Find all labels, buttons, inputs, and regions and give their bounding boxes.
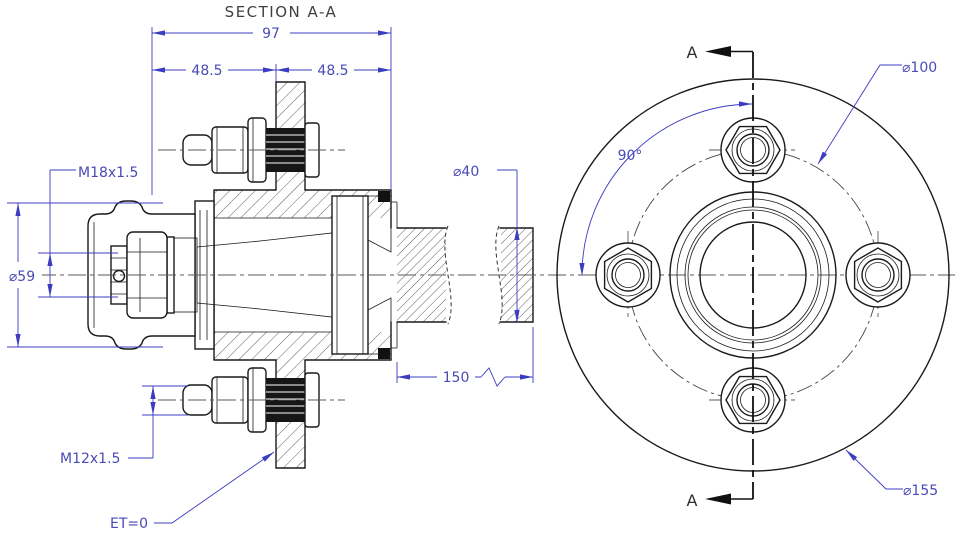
dim-stud-angle: 90° (618, 148, 643, 164)
stud-nut-left (595, 242, 661, 308)
label-wheel-offset: ET=0 (110, 516, 148, 532)
stud-nut-right (845, 242, 911, 308)
dim-bolt-circle: ⌀100 (902, 60, 937, 76)
label-stud-thread: M12x1.5 (60, 451, 120, 467)
cut-label-bottom: A (687, 491, 698, 510)
cotter-pin-hole (112, 269, 126, 283)
dim-text-mask (2, 266, 42, 286)
dim-cap-diameter: ⌀59 (9, 269, 35, 285)
section-cut-line (705, 46, 754, 505)
label-spindle-thread: M18x1.5 (78, 165, 138, 181)
dim-axle-length: 150 (443, 370, 470, 386)
dim-flange-left: 48.5 (191, 63, 222, 79)
seal-bottom (378, 348, 390, 359)
dim-flange-right: 48.5 (317, 63, 348, 79)
dim-flange-diameter: ⌀155 (903, 483, 938, 499)
centerlines (8, 149, 955, 401)
seal-top (378, 191, 390, 202)
dim-overall-width: 97 (262, 26, 280, 42)
cut-label-top: A (687, 43, 698, 62)
dimensions (7, 27, 903, 524)
hub-front-view (556, 46, 950, 505)
section-arrow-top (705, 46, 731, 57)
section-title: SECTION A-A (225, 3, 338, 21)
dim-axle-diameter: ⌀40 (453, 164, 479, 180)
section-arrow-bottom (705, 493, 731, 505)
